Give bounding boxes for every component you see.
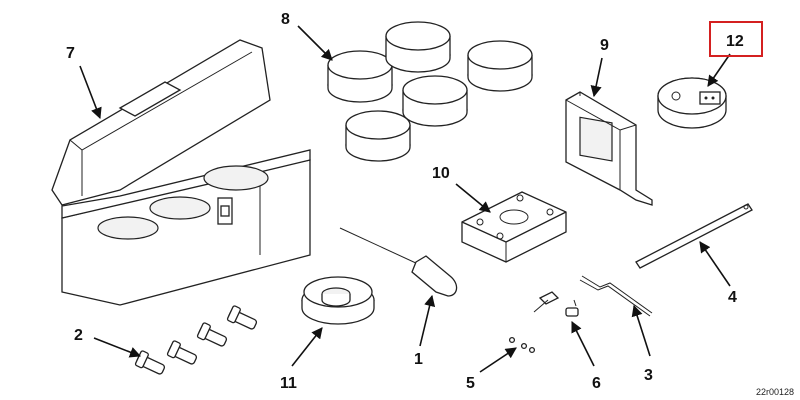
probe-tool-part	[339, 227, 458, 297]
cup-part	[301, 276, 375, 325]
hook-rod-part	[579, 275, 653, 317]
callout-9: 9	[600, 37, 609, 54]
callout-4: 4	[728, 289, 737, 306]
callout-1: 1	[414, 351, 423, 368]
pucks-part	[327, 21, 533, 162]
frame-bracket-part	[565, 91, 653, 206]
bolts-part	[134, 305, 258, 375]
callout-2: 2	[74, 327, 83, 344]
leader-lines	[79, 25, 731, 373]
callout-11: 11	[280, 375, 297, 392]
drawing-reference: 22r00128	[756, 387, 794, 397]
flat-bar-part	[635, 203, 753, 269]
callout-3: 3	[644, 367, 653, 384]
sensor-puck-part	[657, 77, 727, 129]
callout-5: 5	[466, 375, 475, 392]
callout-12: 12	[726, 33, 744, 50]
callout-10: 10	[432, 165, 450, 182]
callout-8: 8	[281, 11, 290, 28]
callout-6: 6	[592, 375, 601, 392]
callout-12-highlight-box	[709, 21, 763, 57]
toolbox-part	[51, 39, 311, 306]
screws-part	[508, 336, 536, 354]
fitting-part	[533, 291, 579, 317]
callout-7: 7	[66, 45, 75, 62]
